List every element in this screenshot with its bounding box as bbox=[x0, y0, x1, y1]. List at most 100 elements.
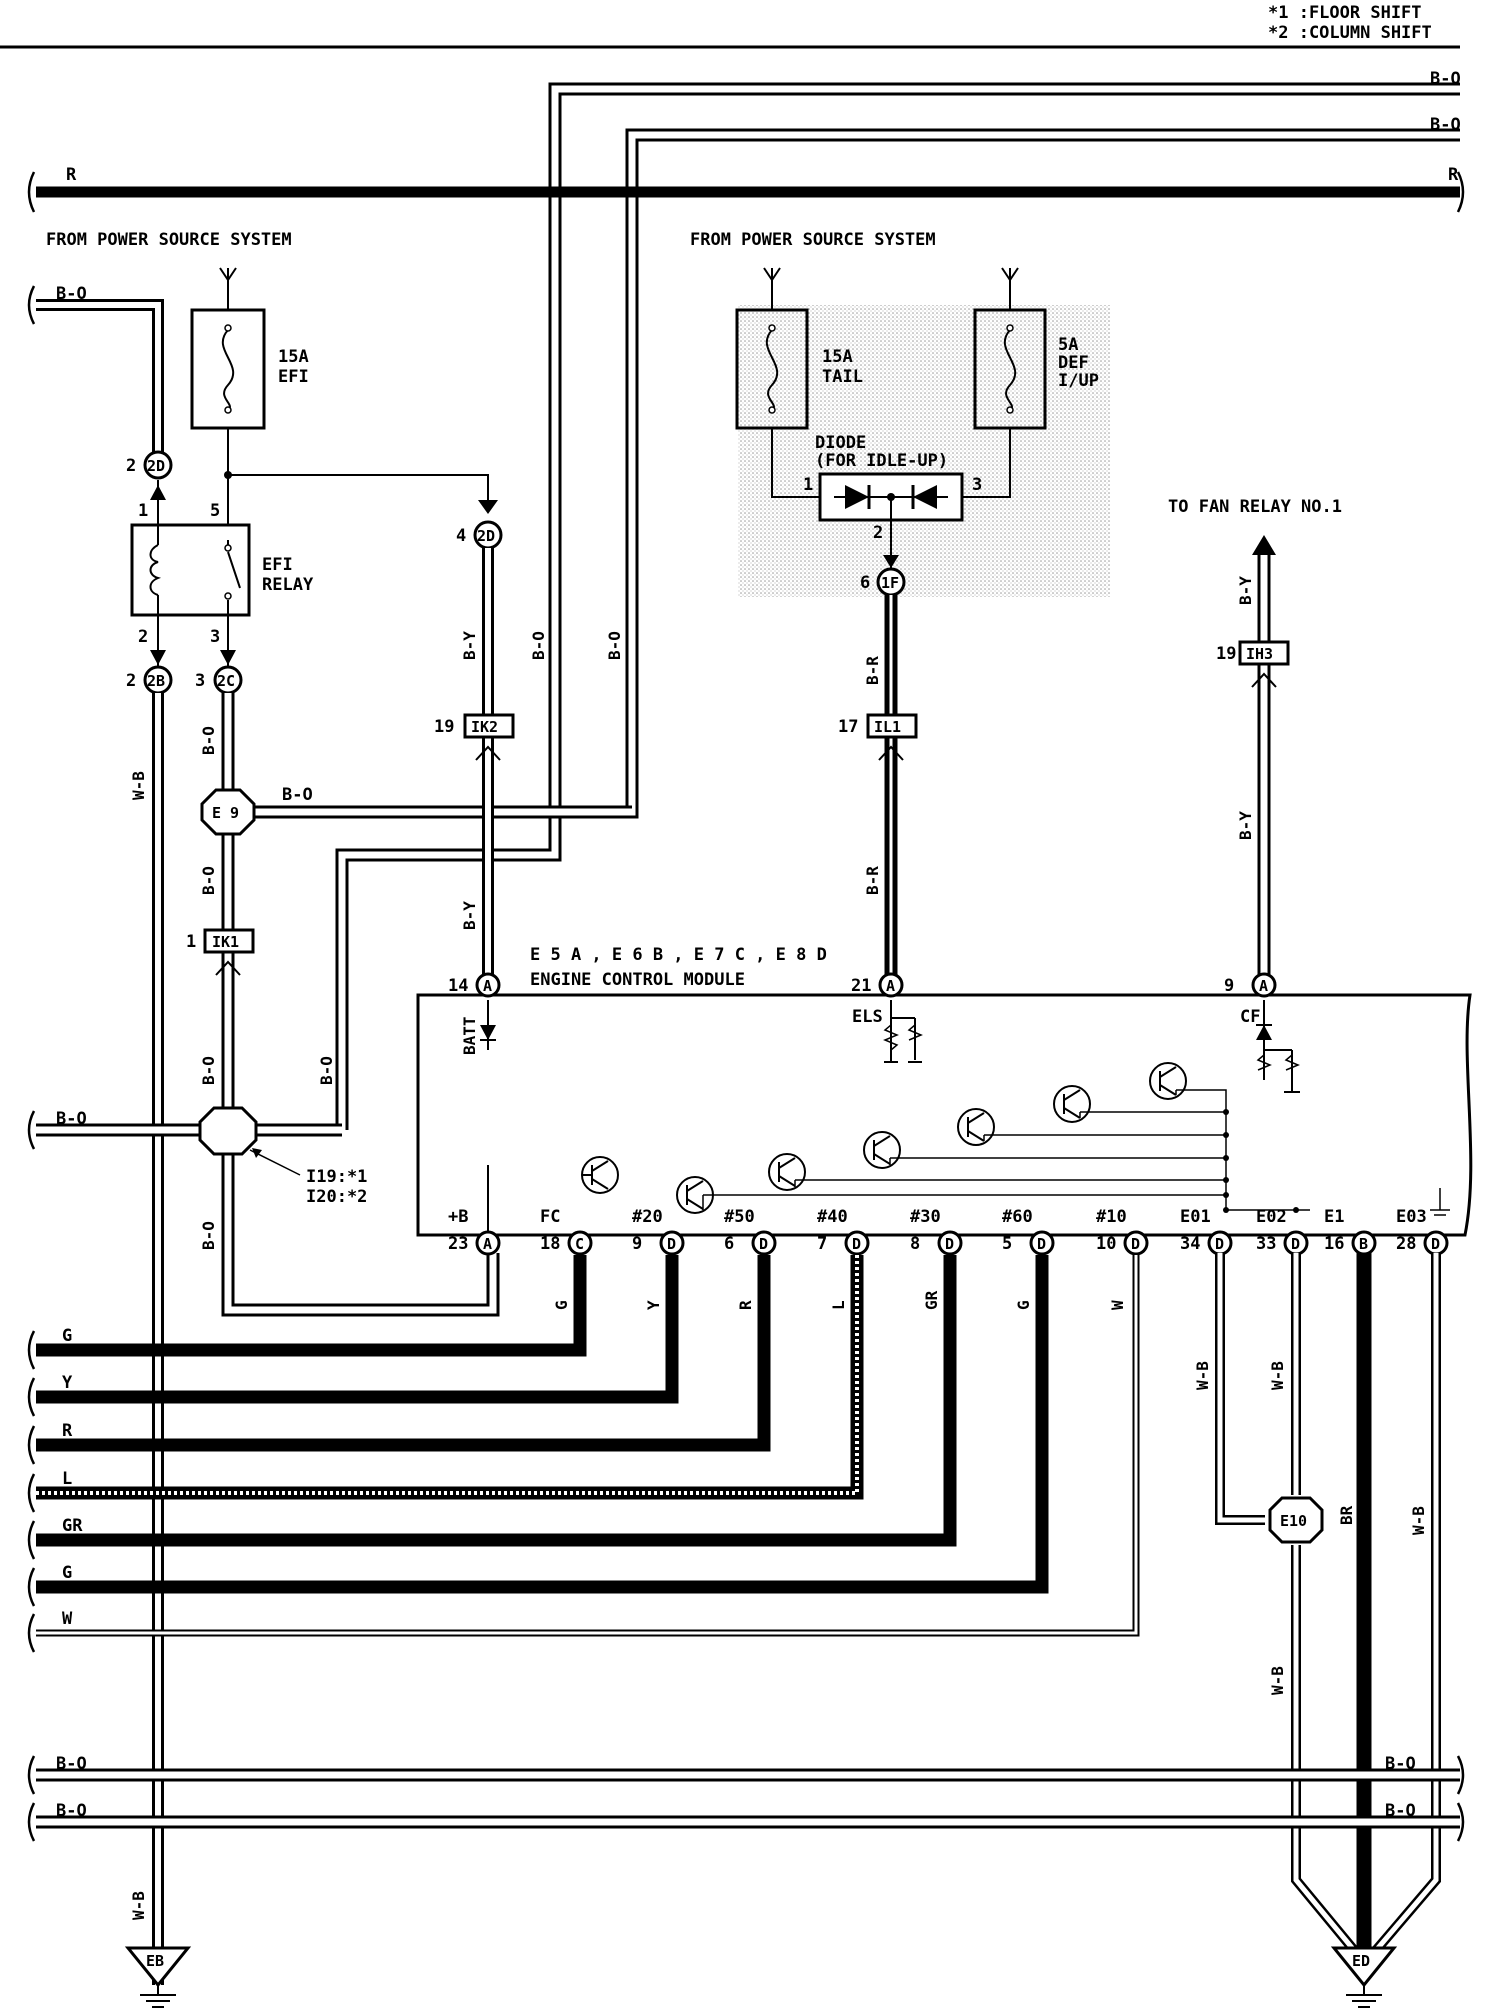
ecm-term-pin: 23 bbox=[448, 1234, 468, 1254]
ground-eb: EB bbox=[124, 1946, 192, 2008]
ecm-term-pin: 16 bbox=[1324, 1234, 1344, 1254]
connector-ik2: IK2 19 bbox=[434, 713, 515, 761]
svg-text:15A: 15A bbox=[822, 347, 853, 367]
wire-label-bo-top2: B-O bbox=[1430, 115, 1461, 135]
connector-2d-mid: 2D 4 bbox=[456, 520, 503, 550]
ecm-bottom-term-+B: A23+B bbox=[448, 1207, 501, 1256]
wire-label-by-bottom: B-Y bbox=[460, 901, 479, 930]
ecm-term-conn: B bbox=[1359, 1235, 1368, 1253]
output-wire-label-vert: Y bbox=[644, 1300, 663, 1310]
ecm-term-pin: 6 bbox=[724, 1234, 734, 1254]
splice-junction: I19:*1 I20:*2 bbox=[198, 1106, 367, 1207]
output-wire-label-left: G bbox=[62, 1563, 72, 1583]
ecm-top-term-conn: A bbox=[886, 977, 895, 995]
label-from-power-left: FROM POWER SOURCE SYSTEM bbox=[46, 230, 292, 250]
ecm-term-conn: D bbox=[1291, 1235, 1300, 1253]
output-wire-5: GG bbox=[27, 1255, 1049, 1607]
ecm-term-label: #20 bbox=[632, 1207, 663, 1227]
ecm-term-label: #30 bbox=[910, 1207, 941, 1227]
ecm-top-term-pin: 9 bbox=[1224, 976, 1234, 996]
output-wire-6: WW bbox=[27, 1255, 1140, 1653]
svg-text:I/UP: I/UP bbox=[1058, 371, 1099, 391]
wire-label-wb-e01: W-B bbox=[1193, 1361, 1212, 1390]
ecm-bottom-term-#20: D 9 #20 bbox=[632, 1207, 685, 1256]
svg-text:3: 3 bbox=[210, 627, 220, 647]
svg-text:3: 3 bbox=[972, 475, 982, 495]
output-wire-label-vert: GR bbox=[922, 1290, 941, 1310]
svg-text:IL1: IL1 bbox=[874, 718, 901, 736]
ecm-term-conn: D bbox=[667, 1235, 676, 1253]
connector-ik1: IK1 1 bbox=[186, 928, 255, 976]
label-to-fan-relay: TO FAN RELAY NO.1 bbox=[1168, 497, 1342, 517]
output-wire-label-left: G bbox=[62, 1326, 72, 1346]
ecm-term-conn: D bbox=[1431, 1235, 1440, 1253]
wire-label-bo-bus1-right: B-O bbox=[1385, 1754, 1416, 1774]
svg-text:2: 2 bbox=[873, 523, 883, 543]
output-wire-label-left: W bbox=[62, 1609, 73, 1629]
splice-e9: E 9 bbox=[200, 788, 256, 836]
tail-fuse: 15A TAIL bbox=[735, 267, 863, 430]
wire-label-bo-bus1-left: B-O bbox=[56, 1754, 87, 1774]
output-wire-label-vert: R bbox=[736, 1300, 755, 1310]
wire-label-by-fan-bottom: B-Y bbox=[1236, 811, 1255, 840]
ecm-term-els-label: ELS bbox=[852, 1007, 883, 1027]
wire-label-wb-bottom: W-B bbox=[129, 1891, 148, 1920]
wire-label-bo-junction: B-O bbox=[56, 1109, 87, 1129]
bottom-bo-bus: B-O B-O B-O B-O bbox=[27, 1754, 1465, 1842]
output-wire-1: YY bbox=[27, 1255, 679, 1417]
output-wire-label-vert: G bbox=[552, 1300, 571, 1310]
ecm-term-pin: 28 bbox=[1396, 1234, 1416, 1254]
ecm-term-cf-label: CF bbox=[1240, 1007, 1260, 1027]
wire-label-bo-vert: B-O bbox=[317, 1056, 336, 1085]
connector-2c: 2C 3 bbox=[195, 665, 243, 695]
shaded-area bbox=[738, 305, 1110, 597]
ecm-term-label: E02 bbox=[1256, 1207, 1287, 1227]
output-wire-2: RR bbox=[27, 1255, 771, 1465]
ecm-transistors bbox=[487, 1062, 1450, 1240]
output-wire-label-left: R bbox=[62, 1421, 73, 1441]
ecm-term-pin: 34 bbox=[1180, 1234, 1200, 1254]
efi-relay: EFI RELAY 1 5 2 3 bbox=[130, 480, 314, 647]
ecm-bottom-terminals: A23+BC18FCD9#20D6#50D7#40D8#30D5#60D10#1… bbox=[448, 1207, 1449, 1256]
connector-2d-top: 2D 2 bbox=[126, 450, 173, 480]
connector-il1: IL1 17 bbox=[838, 713, 918, 761]
svg-text:17: 17 bbox=[838, 717, 858, 737]
ecm-term-conn: D bbox=[1215, 1235, 1224, 1253]
svg-text:1: 1 bbox=[138, 501, 148, 521]
ecm-term-pin: 7 bbox=[817, 1234, 827, 1254]
wire-label-bo-bus2-left: B-O bbox=[56, 1801, 87, 1821]
output-wire-label-left: L bbox=[62, 1469, 72, 1489]
efi-fuse: 15A EFI bbox=[190, 267, 309, 430]
svg-text:2B: 2B bbox=[147, 672, 165, 690]
ecm-term-conn: D bbox=[1131, 1235, 1140, 1253]
ground-wires: W-B W-B W-B BR W-B bbox=[1193, 1253, 1441, 1960]
wire-label-bo-v2: B-O bbox=[605, 631, 624, 660]
ecm-bottom-term-E1: B 16 E1 bbox=[1324, 1207, 1377, 1256]
label-from-power-right: FROM POWER SOURCE SYSTEM bbox=[690, 230, 936, 250]
output-wire-label-vert: W bbox=[1108, 1300, 1127, 1310]
ecm-term-pin: 9 bbox=[632, 1234, 642, 1254]
ecm-top-term-21: A 21 bbox=[851, 972, 904, 998]
ecm-term-label: E1 bbox=[1324, 1207, 1344, 1227]
wire-label-br-bottom: B-R bbox=[863, 866, 882, 895]
ecm-term-conn: D bbox=[1037, 1235, 1046, 1253]
output-wire-3: LL bbox=[27, 1255, 864, 1513]
ecm-bottom-term-#10: D10#10 bbox=[1096, 1207, 1149, 1256]
splice-note-2: I20:*2 bbox=[306, 1187, 367, 1207]
ecm-term-conn: C bbox=[575, 1235, 584, 1253]
svg-text:1: 1 bbox=[803, 475, 813, 495]
svg-text:IH3: IH3 bbox=[1246, 645, 1273, 663]
wire-label-bo-top1: B-O bbox=[1430, 69, 1461, 89]
ecm-top-term-pin: 21 bbox=[851, 976, 871, 996]
svg-text:2: 2 bbox=[126, 456, 136, 476]
efi-relay-label-2: RELAY bbox=[262, 575, 314, 595]
efi-fuse-name: EFI bbox=[278, 367, 309, 387]
ecm-term-conn: A bbox=[483, 1235, 492, 1253]
svg-text:IK1: IK1 bbox=[212, 933, 239, 951]
ecm-term-conn: D bbox=[945, 1235, 954, 1253]
ecm-term-batt-label: BATT bbox=[460, 1016, 479, 1055]
